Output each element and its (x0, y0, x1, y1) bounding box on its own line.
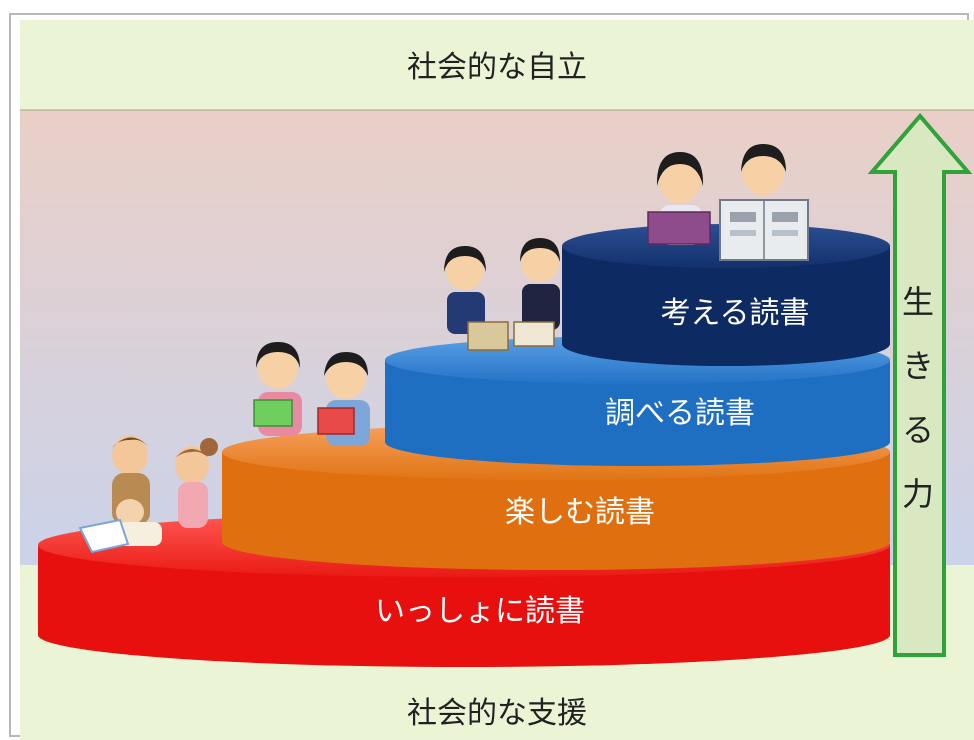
family-figures (78, 435, 218, 554)
tier-4-label: 考える読書 (660, 296, 810, 331)
arrow-char-2: き (901, 347, 934, 385)
tier-3-label: 調べる読書 (605, 396, 755, 431)
teen-figures (647, 144, 809, 261)
arrow-char-1: 生 (901, 283, 934, 321)
up-arrow-icon (867, 112, 973, 657)
top-band-label: 社会的な自立 (407, 50, 587, 85)
arrow-label: 生 き る 力 (896, 270, 940, 526)
tier-1-label: いっしょに読書 (375, 594, 585, 629)
tier-2-label: 楽しむ読書 (505, 495, 655, 530)
arrow-char-4: 力 (901, 475, 934, 513)
young-children-figures (253, 342, 370, 446)
students-figures (444, 238, 560, 351)
bottom-band-label: 社会的な支援 (407, 696, 587, 731)
arrow-char-3: る (901, 411, 934, 449)
top-band (20, 20, 974, 110)
